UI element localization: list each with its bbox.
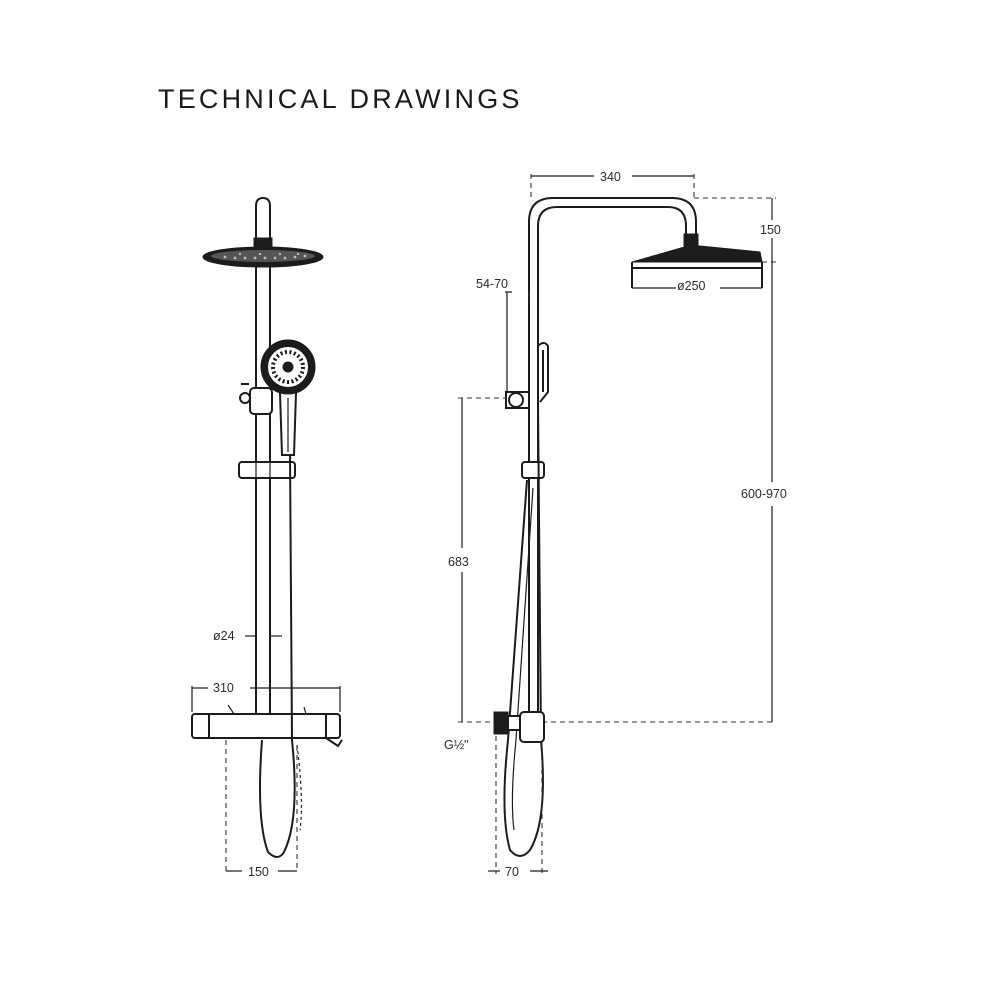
side-overhead-shower-head: ø250 (631, 245, 763, 293)
side-hose (503, 401, 544, 857)
dim-height-adjust-label: 600-970 (741, 487, 787, 501)
dim-rail-diameter: ø24 (213, 629, 282, 643)
page-title: TECHNICAL DRAWINGS (158, 84, 523, 114)
front-overhead-shower-head (202, 237, 324, 268)
side-view: ø250 340 150 600-970 (444, 170, 787, 879)
dim-bottom-spacing: 150 (225, 740, 298, 879)
dim-head-drop: 150 (694, 197, 781, 262)
front-hand-shower-holder (239, 383, 273, 415)
side-hand-shower (505, 342, 549, 409)
dim-outlet-height-label: 683 (448, 555, 469, 569)
dim-arm-reach-label: 340 (600, 170, 621, 184)
dim-head-diameter-label: ø250 (677, 279, 706, 293)
front-riser-rail (255, 196, 271, 720)
dim-valve-width: 310 (191, 681, 341, 712)
dim-bottom-offset: 70 (488, 736, 548, 879)
dim-head-drop-label: 150 (760, 223, 781, 237)
dim-valve-width-label: 310 (213, 681, 234, 695)
dim-inlet-thread-label: G½" (444, 738, 469, 752)
front-sliding-bracket (238, 461, 296, 479)
dim-height-adjust: 600-970 (542, 261, 787, 723)
dim-outlet-height: 683 (448, 397, 506, 723)
front-view: ø24 310 150 (191, 196, 343, 879)
side-sliding-bracket (521, 461, 545, 479)
front-hose (259, 454, 303, 858)
dim-rail-diameter-label: ø24 (213, 629, 235, 643)
dim-bottom-offset-label: 70 (505, 865, 519, 879)
dim-arm-reach: 340 (530, 170, 695, 198)
dim-wall-offset: 54-70 (476, 277, 530, 392)
dim-wall-offset-label: 54-70 (476, 277, 508, 291)
side-riser-arm (528, 197, 699, 718)
dim-bottom-spacing-label: 150 (248, 865, 269, 879)
side-valve-body: G½" (444, 711, 545, 752)
front-hand-shower (260, 339, 316, 456)
front-thermostatic-valve (191, 704, 343, 748)
